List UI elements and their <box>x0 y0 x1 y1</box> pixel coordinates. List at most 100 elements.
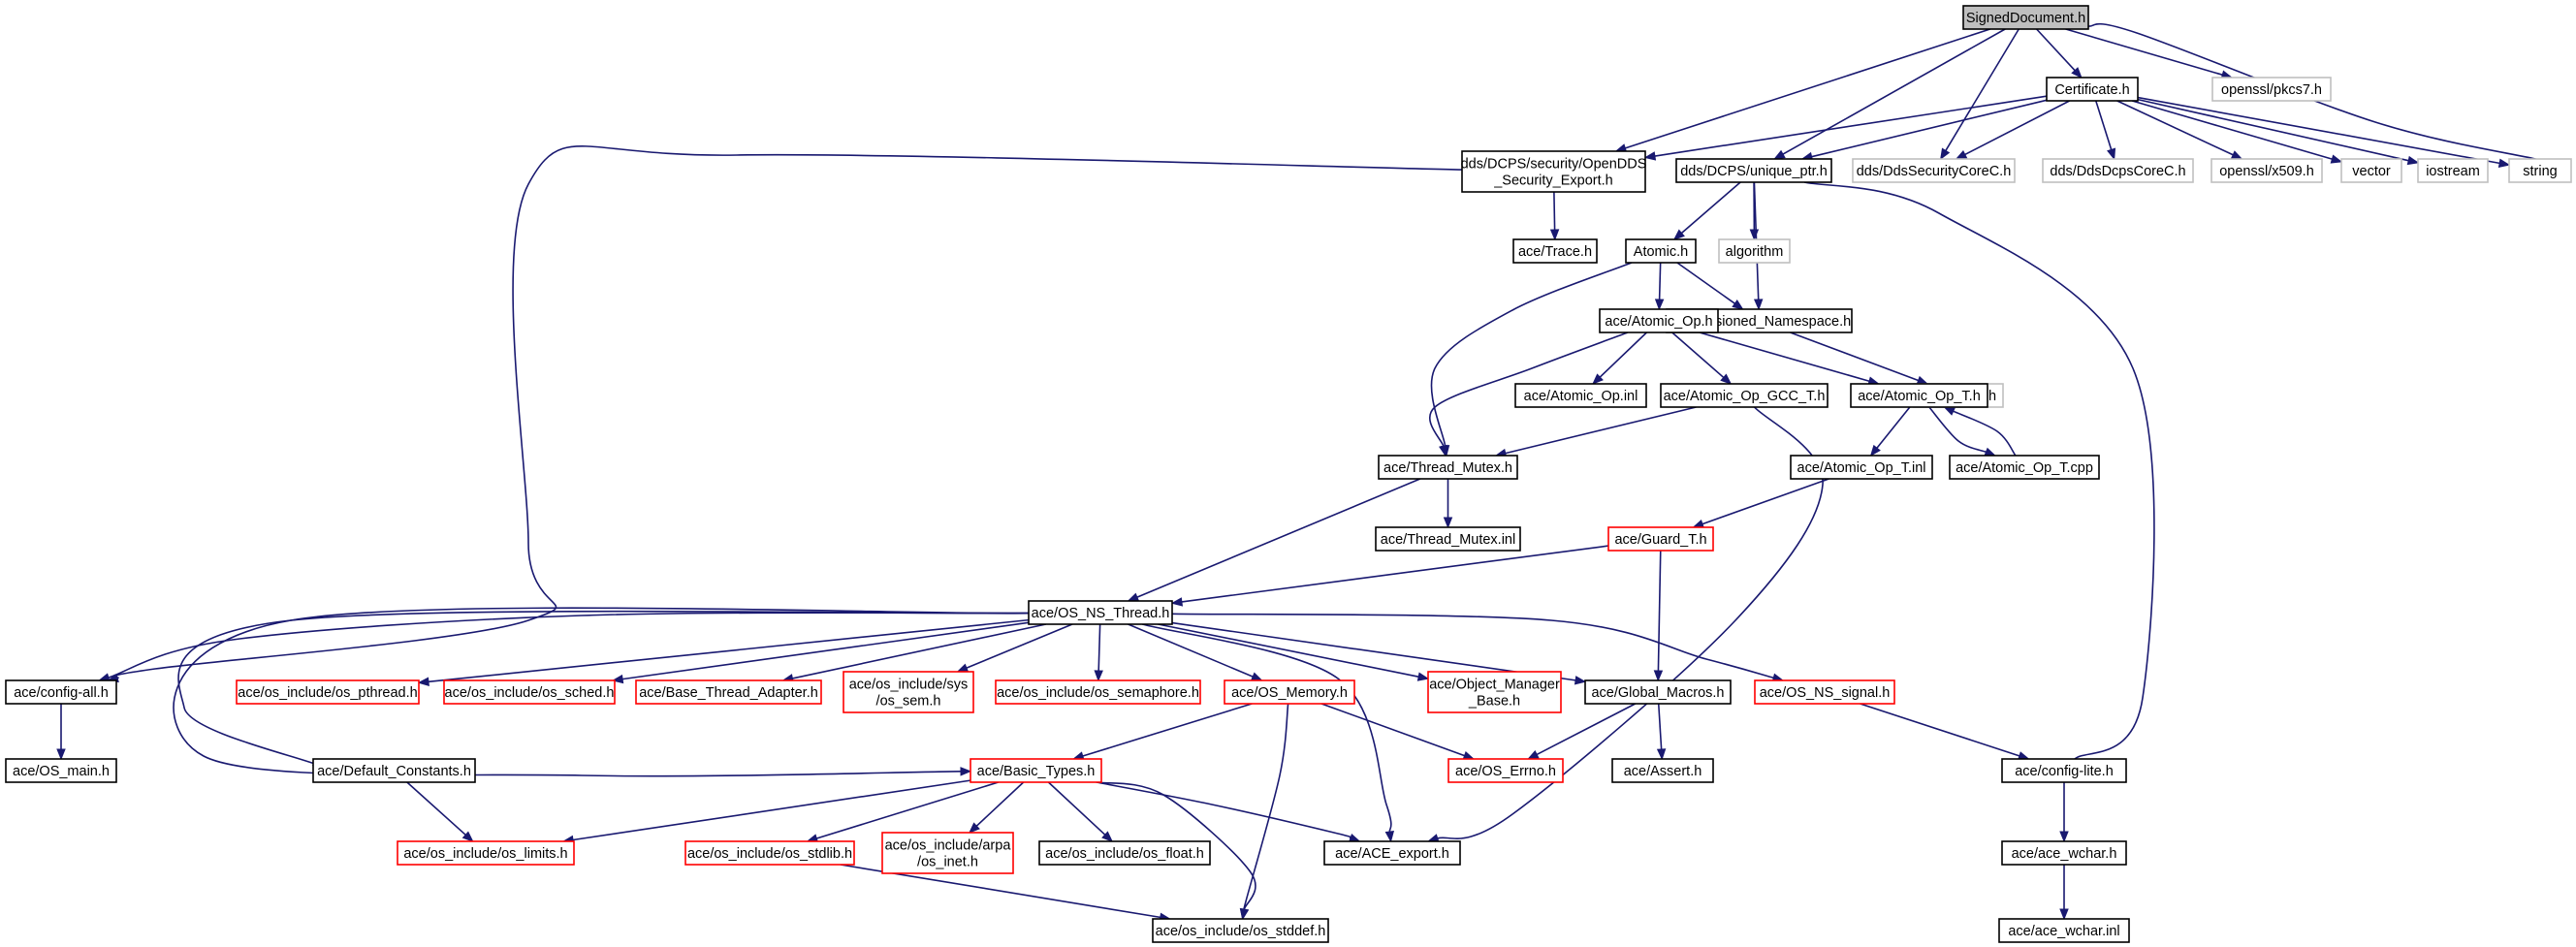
edge-default_constants-to-os_limits <box>406 781 474 842</box>
edge-line <box>177 610 1030 772</box>
node-box <box>1852 158 2016 183</box>
edge-arrowhead <box>1527 749 1540 760</box>
node-unique-ptr[interactable]: dds/DCPS/unique_ptr.h <box>1675 158 1832 183</box>
edge-arrowhead <box>2497 158 2511 168</box>
edge-arrowhead <box>1943 406 1956 416</box>
node-label: ace/Thread_Mutex.inl <box>1381 532 1515 548</box>
node-label: openssl/x509.h <box>2219 164 2314 179</box>
node-os-errno[interactable]: ace/OS_Errno.h <box>1447 758 1564 783</box>
edge-line <box>1953 410 2017 457</box>
node-label: ace/os_include/os_semaphore.h <box>997 685 1199 701</box>
node-config-all[interactable]: ace/config-all.h <box>5 679 117 705</box>
node-opendds-security-export[interactable]: dds/DCPS/security/OpenDDS_Security_Expor… <box>1461 150 1647 193</box>
node-box <box>1625 238 1697 264</box>
node-dds-dcps-core-c: dds/DdsDcpsCoreC.h <box>2042 158 2194 183</box>
node-label: ace/Global_Macros.h <box>1591 685 1724 701</box>
node-os-main[interactable]: ace/OS_main.h <box>5 758 117 783</box>
node-box <box>1028 600 1173 625</box>
node-config-lite[interactable]: ace/config-lite.h <box>2001 758 2127 783</box>
node-os-limits[interactable]: ace/os_include/os_limits.h <box>397 840 575 866</box>
node-label: SignedDocument.h <box>1966 11 2085 26</box>
node-basic-types[interactable]: ace/Basic_Types.h <box>970 758 1102 783</box>
node-assert[interactable]: ace/Assert.h <box>1611 758 1714 783</box>
node-thread-mutex-inl[interactable]: ace/Thread_Mutex.inl <box>1375 526 1521 552</box>
node-box <box>5 679 117 705</box>
edge-arrowhead <box>1384 831 1395 843</box>
edge-os_ns_thread-to-ace_export <box>1142 623 1395 843</box>
edge-line <box>1671 331 1725 379</box>
node-object-manager-base[interactable]: ace/Object_Manager_Base.h <box>1427 671 1562 713</box>
node-ace-export[interactable]: ace/ACE_export.h <box>1323 840 1461 866</box>
node-label: ace/os_include/sys <box>849 678 969 693</box>
node-box <box>1584 679 1732 705</box>
node-atomic[interactable]: Atomic.h <box>1625 238 1697 264</box>
node-box <box>312 758 476 783</box>
edge-os_memory-to-basic_types <box>1071 703 1253 761</box>
node-trace[interactable]: ace/Trace.h <box>1512 238 1598 264</box>
node-box <box>1660 383 1829 408</box>
edge-guard_t-to-global_macros <box>1653 550 1664 682</box>
node-label: ace/os_include/arpa <box>885 838 1012 854</box>
edge-thread_mutex-to-thread_mutex_inl <box>1443 479 1453 529</box>
node-box <box>1514 383 1647 408</box>
node-atomic-op-inl[interactable]: ace/Atomic_Op.inl <box>1514 383 1647 408</box>
node-box <box>1323 840 1461 866</box>
node-os-float[interactable]: ace/os_include/os_float.h <box>1038 840 1211 866</box>
node-box <box>2001 758 2127 783</box>
node-os-ns-signal[interactable]: ace/OS_NS_signal.h <box>1754 679 1895 705</box>
node-ace-wchar[interactable]: ace/ace_wchar.h <box>2001 840 2127 866</box>
node-box <box>1224 679 1355 705</box>
node-box <box>5 758 117 783</box>
node-os-sem[interactable]: ace/os_include/sys/os_sem.h <box>843 671 974 713</box>
node-base-thread-adapter[interactable]: ace/Base_Thread_Adapter.h <box>635 679 822 705</box>
node-box <box>1599 308 1719 333</box>
node-label: ace/OS_NS_signal.h <box>1760 685 1891 701</box>
node-box <box>1038 840 1211 866</box>
node-atomic-op-t-inl[interactable]: ace/Atomic_Op_T.inl <box>1790 455 1933 480</box>
edge-line <box>1680 181 1741 235</box>
node-default-constants[interactable]: ace/Default_Constants.h <box>312 758 476 783</box>
node-label: iostream <box>2426 164 2480 179</box>
edge-arrowhead <box>1955 149 1968 160</box>
node-os-memory[interactable]: ace/OS_Memory.h <box>1224 679 1355 705</box>
node-thread-mutex[interactable]: ace/Thread_Mutex.h <box>1378 455 1518 480</box>
node-box <box>1607 526 1714 552</box>
edge-line <box>1136 478 1421 598</box>
edge-line <box>1658 262 1662 300</box>
node-global-macros[interactable]: ace/Global_Macros.h <box>1584 679 1732 705</box>
edge-atomic_op_gcc_t-to-thread_mutex <box>1494 406 1697 458</box>
edge-arrowhead <box>1239 907 1250 921</box>
node-ace-wchar-inl[interactable]: ace/ace_wchar.inl <box>1998 918 2130 943</box>
edge-arrowhead <box>1984 447 1997 457</box>
edge-os_ns_thread-to-os_sched <box>611 621 1030 684</box>
node-atomic-op-gcc-t[interactable]: ace/Atomic_Op_GCC_T.h <box>1660 383 1829 408</box>
edge-arrowhead <box>1773 149 1786 160</box>
node-label: dds/DdsSecurityCoreC.h <box>1857 164 2012 179</box>
edge-os_ns_thread-to-os_pthread <box>417 618 1030 686</box>
node-certificate[interactable]: Certificate.h <box>2046 77 2139 102</box>
edge-line <box>1047 781 1106 836</box>
edge-atomic_op_t-to-atomic_op_t_inl <box>1869 406 1911 458</box>
edge-line <box>2036 28 2076 72</box>
node-os-inet[interactable]: ace/os_include/arpa/os_inet.h <box>881 832 1014 874</box>
node-os-pthread[interactable]: ace/os_include/os_pthread.h <box>236 679 420 705</box>
node-guard-t[interactable]: ace/Guard_T.h <box>1607 526 1714 552</box>
edge-arrowhead <box>1574 676 1587 685</box>
node-label: algorithm <box>1726 244 1784 260</box>
node-atomic-op-t-cpp[interactable]: ace/Atomic_Op_T.cpp <box>1949 455 2100 480</box>
edge-arrowhead <box>461 831 474 842</box>
node-label: string <box>2523 164 2557 179</box>
edge-line <box>1128 623 1254 678</box>
node-os-sched[interactable]: ace/os_include/os_sched.h <box>443 679 616 705</box>
node-box <box>1512 238 1598 264</box>
node-iostream: iostream <box>2417 158 2489 183</box>
node-os-ns-thread[interactable]: ace/OS_NS_Thread.h <box>1028 600 1173 625</box>
node-atomic-op-t[interactable]: ace/Atomic_Op_T.h <box>1850 383 1988 408</box>
node-os-stdlib[interactable]: ace/os_include/os_stdlib.h <box>684 840 855 866</box>
edge-line <box>1171 621 1576 681</box>
node-os-semaphore[interactable]: ace/os_include/os_semaphore.h <box>995 679 1201 705</box>
node-signed-document[interactable]: SignedDocument.h <box>1962 5 2089 30</box>
node-os-stddef[interactable]: ace/os_include/os_stddef.h <box>1152 918 1329 943</box>
node-atomic-op[interactable]: ace/Atomic_Op.h <box>1599 308 1719 333</box>
